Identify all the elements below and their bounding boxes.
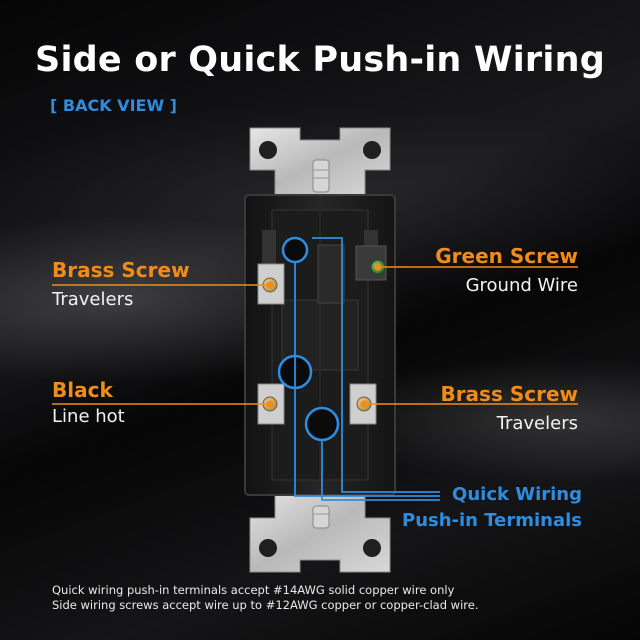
view-label: [ BACK VIEW ] bbox=[50, 96, 177, 115]
mounting-screw-icon bbox=[312, 159, 330, 193]
label-line-hot: Line hot bbox=[52, 406, 125, 427]
label-quick-wiring: Quick Wiring bbox=[452, 484, 582, 505]
label-brass-screw-left: Brass Screw bbox=[52, 258, 190, 282]
view-label-text: BACK VIEW bbox=[62, 96, 165, 115]
footnote-line-1: Quick wiring push-in terminals accept #1… bbox=[52, 583, 455, 597]
label-push-in-terminals: Push-in Terminals bbox=[402, 510, 582, 531]
footnote-line-2: Side wiring screws accept wire up to #12… bbox=[52, 598, 479, 612]
label-brass-screw-right: Brass Screw bbox=[440, 382, 578, 406]
switch-body bbox=[244, 194, 396, 496]
bracket-left: [ bbox=[50, 96, 58, 115]
mounting-screw-icon bbox=[312, 505, 330, 529]
label-travelers-left: Travelers bbox=[52, 289, 134, 310]
blue-leader-lines bbox=[294, 237, 440, 501]
bracket-right: ] bbox=[169, 96, 177, 115]
push-in-hole-icon bbox=[281, 236, 309, 264]
orange-leader-lines bbox=[52, 263, 578, 408]
green-screw-icon bbox=[355, 245, 387, 281]
mounting-strap-bottom bbox=[249, 489, 391, 573]
label-travelers-right: Travelers bbox=[496, 413, 578, 434]
label-ground-wire: Ground Wire bbox=[465, 275, 578, 296]
page-title: Side or Quick Push-in Wiring bbox=[35, 40, 605, 80]
label-black: Black bbox=[52, 378, 113, 402]
label-green-screw: Green Screw bbox=[435, 244, 578, 268]
push-in-hole-icon bbox=[304, 406, 340, 442]
